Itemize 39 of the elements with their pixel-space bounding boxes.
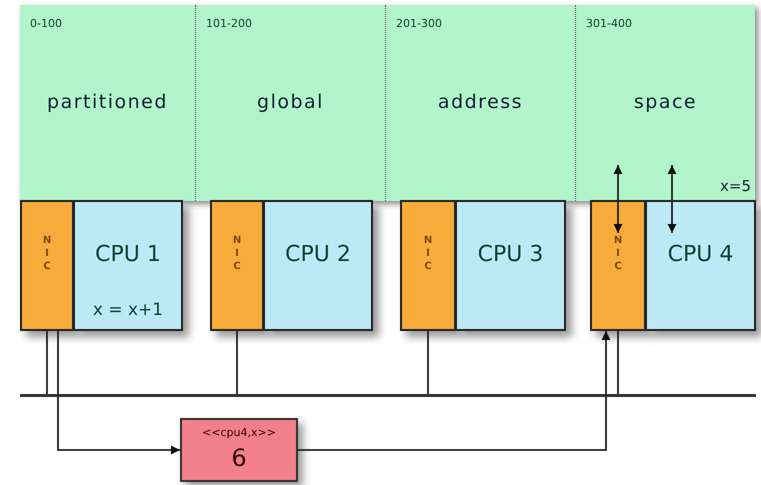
- address-range: 0-100: [30, 17, 62, 30]
- network-bus: [20, 394, 756, 397]
- variable-update: x = x+1: [92, 300, 164, 320]
- address-range: 201-300: [396, 17, 442, 30]
- nic-label: N I C: [613, 234, 623, 273]
- arrow: [668, 165, 676, 233]
- arrow: [614, 165, 622, 233]
- variable-value: x=5: [720, 177, 751, 195]
- nic-box: [400, 200, 456, 331]
- arrow: [57, 331, 180, 454]
- address-range: 101-200: [206, 17, 252, 30]
- memory-panel: [20, 5, 755, 201]
- connector-line: [46, 331, 48, 394]
- nic-box: [210, 200, 264, 331]
- cpu-label: CPU 3: [476, 242, 544, 267]
- nic-box: [20, 200, 74, 331]
- address-range: 301-400: [586, 17, 632, 30]
- message-value: 6: [230, 444, 248, 472]
- nic-label: N I C: [42, 234, 52, 273]
- band-label: partitioned: [46, 91, 169, 113]
- arrow: [298, 331, 610, 451]
- cpu-box: [455, 200, 566, 331]
- nic-label: N I C: [423, 234, 433, 273]
- connector-line: [427, 331, 429, 394]
- band-label: global: [256, 91, 325, 113]
- nic-label: N I C: [232, 234, 242, 273]
- connector-line: [236, 331, 238, 394]
- message-box: [180, 418, 298, 482]
- cpu-label: CPU 2: [284, 242, 352, 267]
- cpu-box: [263, 200, 373, 331]
- cpu-label: CPU 1: [94, 242, 162, 267]
- band-label: space: [632, 91, 698, 113]
- nic-box: [590, 200, 646, 331]
- cpu-box: [645, 200, 756, 331]
- message-key: <<cpu4,x>>: [182, 426, 296, 439]
- connector-line: [617, 331, 619, 394]
- cpu-box: [73, 200, 183, 331]
- cpu-label: CPU 4: [666, 242, 734, 267]
- band-label: address: [436, 91, 524, 113]
